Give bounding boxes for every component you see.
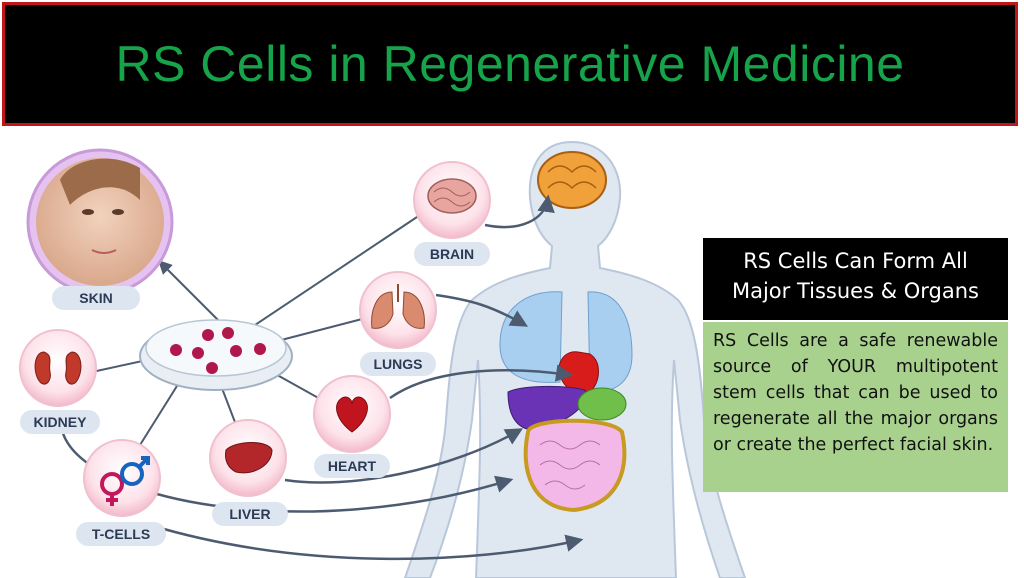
info-heading-line1: RS Cells Can Form All [743, 249, 968, 273]
body-intestines [523, 418, 627, 513]
t-cells-node: T-CELLS [76, 439, 166, 546]
body-brain [537, 151, 607, 209]
kidney-node: KIDNEY [19, 329, 100, 434]
label-brain: BRAIN [430, 246, 474, 262]
organ-arrows [60, 194, 584, 561]
label-kidney: KIDNEY [34, 414, 88, 430]
brain-node: BRAIN [413, 161, 491, 266]
heart-node: HEART [313, 375, 391, 478]
label-t-cells: T-CELLS [92, 526, 150, 542]
petri-dish [139, 319, 293, 391]
label-lungs: LUNGS [374, 356, 423, 372]
label-skin: SKIN [79, 290, 112, 306]
page-title: RS Cells in Regenerative Medicine [115, 36, 905, 92]
gender-symbols-icon [100, 456, 150, 506]
body-stomach [577, 387, 627, 421]
brain-icon [427, 178, 477, 214]
liver-icon [225, 442, 273, 474]
info-heading: RS Cells Can Form All Major Tissues & Or… [703, 238, 1008, 320]
lungs-node: LUNGS [359, 271, 437, 376]
heart-icon [336, 396, 368, 433]
lungs-icon [371, 284, 425, 329]
label-heart: HEART [328, 458, 377, 474]
kidney-icon [34, 351, 82, 385]
body-liver [507, 385, 587, 431]
skin-node: SKIN [26, 148, 174, 310]
info-heading-line2: Major Tissues & Organs [731, 279, 980, 303]
liver-node: LIVER [209, 419, 288, 526]
face-icon [60, 158, 140, 205]
info-body: RS Cells are a safe renewable source of … [703, 322, 1008, 492]
label-liver: LIVER [229, 506, 270, 522]
title-banner: RS Cells in Regenerative Medicine [2, 2, 1018, 126]
